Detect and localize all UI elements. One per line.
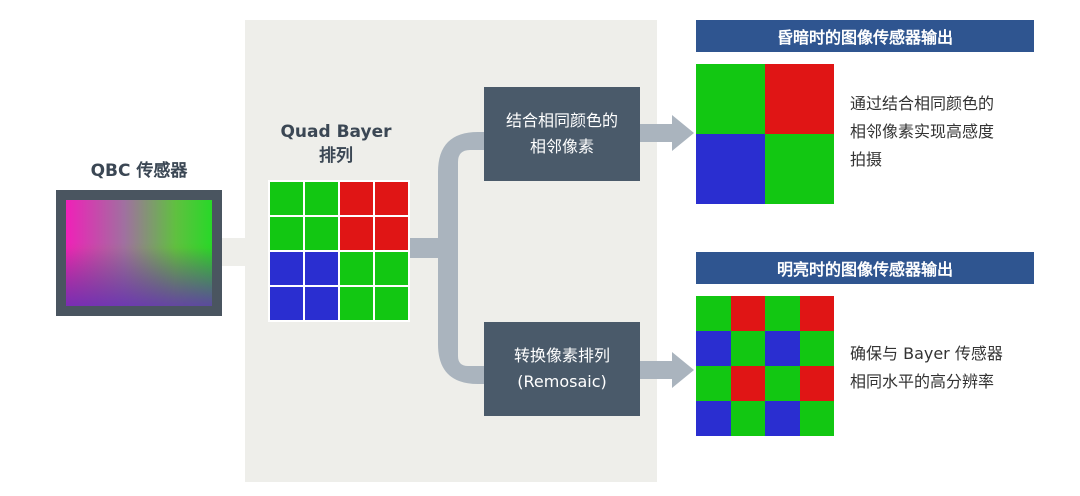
quad-bayer-blue-pixel [305,287,338,320]
output-bright-green-pixel [696,366,731,401]
process-remosaic-line2: (Remosaic) [517,372,607,391]
output-dark-red-pixel [765,64,834,134]
arrow-top-shaft [640,124,674,142]
process-binning-box: 结合相同颜色的 相邻像素 [484,87,640,181]
quad-bayer-blue-pixel [270,287,303,320]
sensor-connector [220,238,250,266]
output-dark-title: 昏暗时的图像传感器输出 [696,20,1034,52]
quad-bayer-green-pixel [375,287,408,320]
flow-stub [410,238,440,258]
output-bright-description: 确保与 Bayer 传感器 相同水平的高分辨率 [850,340,1060,396]
output-bright-title: 明亮时的图像传感器输出 [696,252,1034,284]
arrow-bottom-head [672,352,694,388]
quad-bayer-green-pixel [270,217,303,250]
quad-bayer-green-pixel [270,182,303,215]
output-bright-green-pixel [696,296,731,331]
output-bright-desc-line2: 相同水平的高分辨率 [850,372,995,391]
output-bright-blue-pixel [696,401,731,436]
quad-bayer-blue-pixel [305,252,338,285]
process-remosaic-box: 转换像素排列 (Remosaic) [484,322,640,416]
output-dark-blue-pixel [696,134,765,204]
process-binning-line1: 结合相同颜色的 [505,111,618,130]
output-bright-blue-pixel [765,331,800,366]
quad-bayer-grid [268,180,410,322]
process-remosaic-line1: 转换像素排列 [513,346,610,365]
quad-bayer-red-pixel [375,182,408,215]
quad-bayer-red-pixel [340,217,373,250]
flow-branch-pipe [438,132,485,384]
output-bright-desc-line1: 确保与 Bayer 传感器 [850,344,1003,363]
arrow-top-head [672,115,694,151]
quad-bayer-label: Quad Bayer 排列 [258,120,414,168]
quad-bayer-blue-pixel [270,252,303,285]
output-dark-desc-line1: 通过结合相同颜色的 [850,94,995,113]
output-dark-desc-line3: 拍摄 [850,150,883,169]
output-dark-desc-line2: 相邻像素实现高感度 [850,122,995,141]
process-binning-line2: 相邻像素 [529,137,594,156]
quad-bayer-label-line2: 排列 [319,146,353,166]
quad-bayer-green-pixel [305,217,338,250]
output-bright-grid [696,296,834,436]
qbc-sensor [56,190,222,316]
output-bright-red-pixel [730,296,765,331]
output-dark-description: 通过结合相同颜色的 相邻像素实现高感度 拍摄 [850,90,1050,174]
output-bright-green-pixel [799,401,834,436]
output-bright-blue-pixel [696,331,731,366]
arrow-bottom-shaft [640,361,674,379]
output-bright-green-pixel [765,296,800,331]
quad-bayer-red-pixel [340,182,373,215]
output-bright-green-pixel [730,401,765,436]
output-bright-red-pixel [799,366,834,401]
quad-bayer-green-pixel [375,252,408,285]
output-dark-grid [696,64,834,204]
output-bright-blue-pixel [765,401,800,436]
output-bright-green-pixel [730,331,765,366]
quad-bayer-green-pixel [305,182,338,215]
output-bright-green-pixel [765,366,800,401]
output-dark-green-pixel [696,64,765,134]
quad-bayer-red-pixel [375,217,408,250]
output-bright-green-pixel [799,331,834,366]
output-bright-red-pixel [730,366,765,401]
quad-bayer-green-pixel [340,252,373,285]
sensor-label: QBC 传感器 [90,161,188,181]
output-dark-green-pixel [765,134,834,204]
sensor-gradient-image [66,200,212,306]
output-bright-red-pixel [799,296,834,331]
quad-bayer-green-pixel [340,287,373,320]
quad-bayer-label-line1: Quad Bayer [280,122,392,142]
